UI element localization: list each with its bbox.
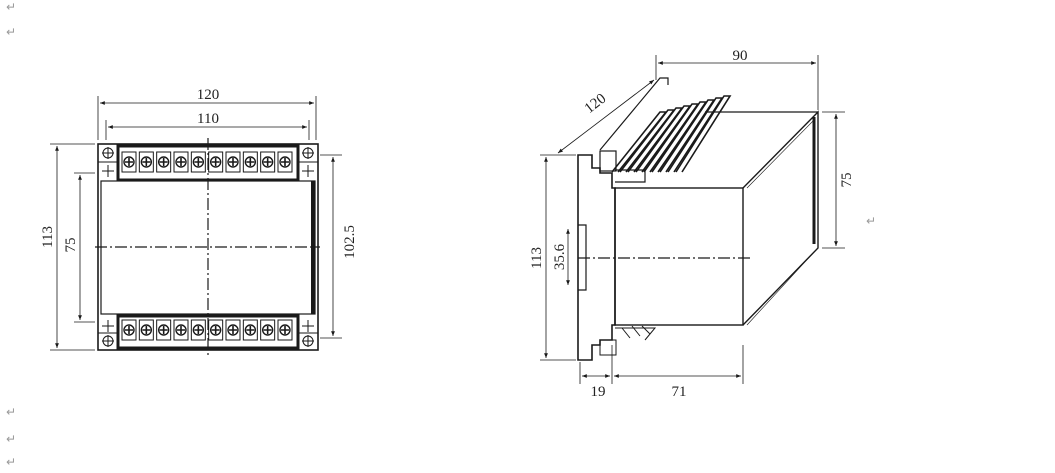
- terminal-screw: [225, 151, 241, 173]
- terminal-screw: [208, 319, 224, 341]
- dim-plate-depth: 19: [591, 384, 606, 400]
- dim-width-diagonal: 120: [582, 91, 610, 117]
- terminal-screw: [260, 151, 276, 173]
- paragraph-mark: ↵: [6, 405, 17, 419]
- paragraph-mark: ↵: [6, 0, 17, 14]
- dim-height-total: 113: [529, 247, 545, 269]
- terminal-screw: [225, 319, 241, 341]
- fin: [651, 101, 708, 173]
- fin: [659, 99, 716, 173]
- paragraph-mark: ↵: [866, 214, 877, 228]
- fin: [635, 105, 692, 173]
- heatsink-fins: [611, 95, 732, 173]
- dim-depth-total: 90: [733, 48, 748, 64]
- terminal-screw: [190, 151, 206, 173]
- terminal-screw: [242, 319, 258, 341]
- corner-screws: [98, 147, 318, 347]
- terminal-screw: [208, 151, 224, 173]
- body-front: [614, 187, 744, 326]
- terminal-screw: [260, 319, 276, 341]
- terminal-block-top: [121, 151, 293, 173]
- fin: [667, 97, 724, 173]
- dim-body-depth: 71: [672, 384, 687, 400]
- front-view: [50, 96, 342, 355]
- dim-width-outer: 120: [197, 87, 220, 103]
- fin: [643, 103, 700, 173]
- dim-width-inner: 110: [197, 111, 219, 127]
- paragraph-mark: ↵: [6, 455, 17, 469]
- side-view: [540, 55, 845, 384]
- terminal-screw: [138, 319, 154, 341]
- terminal-screw: [138, 151, 154, 173]
- terminal-screw: [121, 319, 137, 341]
- terminal-screw: [156, 319, 172, 341]
- body-face: [742, 110, 819, 326]
- bottom-fins: [599, 325, 657, 356]
- terminal-screw: [173, 151, 189, 173]
- dim-din-rail: 35.6: [552, 243, 568, 270]
- terminal-screw: [277, 151, 293, 173]
- terminal-screw: [277, 319, 293, 341]
- terminal-screw: [173, 319, 189, 341]
- terminal-screw: [156, 151, 172, 173]
- terminal-screw: [190, 319, 206, 341]
- paragraph-mark: ↵: [6, 432, 17, 446]
- terminal-screw: [121, 151, 137, 173]
- terminal-screw: [242, 151, 258, 173]
- dim-face-height: 75: [839, 173, 855, 188]
- terminal-block-bottom: [121, 319, 293, 341]
- dim-mount-spacing: 102.5: [342, 225, 358, 259]
- dim-height-body: 75: [63, 238, 79, 253]
- fin: [675, 95, 732, 173]
- dim-height-outer: 113: [40, 226, 56, 248]
- paragraph-mark: ↵: [6, 25, 17, 39]
